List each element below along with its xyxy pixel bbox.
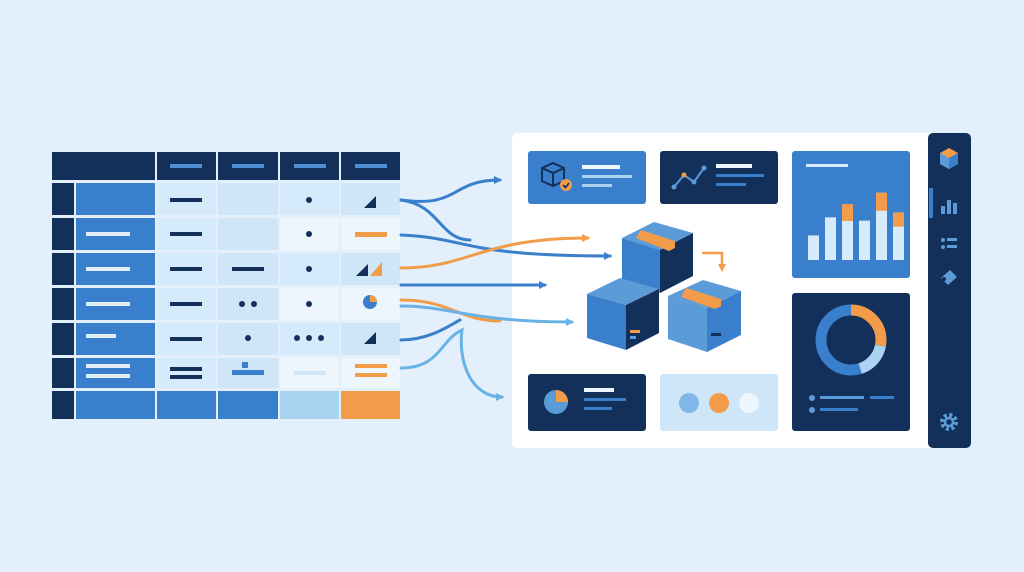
table-row xyxy=(52,323,400,355)
box-check-icon xyxy=(541,161,572,191)
bar-chart xyxy=(808,192,904,260)
inventory-card[interactable] xyxy=(528,151,646,204)
bar xyxy=(842,204,853,260)
dashboard-panel xyxy=(512,133,971,448)
flow-arrow xyxy=(399,304,574,326)
trend-card[interactable] xyxy=(660,151,778,204)
table-row xyxy=(52,253,400,285)
flow-arrow xyxy=(399,234,590,270)
table-header-row xyxy=(52,152,400,180)
boxes-illustration xyxy=(587,222,741,352)
bar xyxy=(859,220,870,260)
bar xyxy=(893,212,904,260)
box-left xyxy=(587,278,659,350)
box-top xyxy=(622,222,693,293)
pie-card[interactable] xyxy=(528,374,646,431)
bar-highlight xyxy=(893,212,904,227)
list-icon[interactable] xyxy=(941,238,957,249)
table-row xyxy=(52,288,400,320)
bar xyxy=(825,217,836,260)
table-row xyxy=(52,358,400,388)
status-card[interactable] xyxy=(660,374,778,431)
bar-chart-icon[interactable] xyxy=(941,200,957,214)
pie-chart-icon xyxy=(544,390,568,414)
sidebar-active-indicator xyxy=(929,188,933,218)
table-row xyxy=(52,183,400,215)
status-dot xyxy=(679,393,699,413)
bar-highlight xyxy=(842,204,853,221)
line-chart-icon xyxy=(671,165,707,190)
bar-highlight xyxy=(876,192,887,211)
flow-arrow xyxy=(399,176,502,203)
spreadsheet-table xyxy=(52,152,400,419)
flow-arrow-icon xyxy=(702,251,726,272)
box-icon[interactable] xyxy=(940,148,958,169)
donut-card[interactable] xyxy=(792,293,910,431)
bar-chart-card[interactable] xyxy=(792,151,910,278)
donut-segment xyxy=(815,304,887,376)
donut-chart xyxy=(815,304,887,376)
gear-icon[interactable] xyxy=(940,413,958,431)
data-flow-arrows xyxy=(399,176,612,401)
dashboard-sidebar xyxy=(928,133,971,448)
tag-icon[interactable] xyxy=(941,270,957,285)
bar xyxy=(808,235,819,260)
table-row xyxy=(52,218,400,250)
flow-arrow xyxy=(399,327,504,401)
table-footer-row xyxy=(52,391,400,419)
status-dot xyxy=(739,393,759,413)
flow-arrow xyxy=(399,198,472,242)
bar xyxy=(876,192,887,260)
flow-arrow xyxy=(399,318,462,342)
flow-arrow xyxy=(399,233,612,260)
box-right xyxy=(668,280,741,352)
status-dot xyxy=(709,393,729,413)
status-dots xyxy=(679,393,759,413)
